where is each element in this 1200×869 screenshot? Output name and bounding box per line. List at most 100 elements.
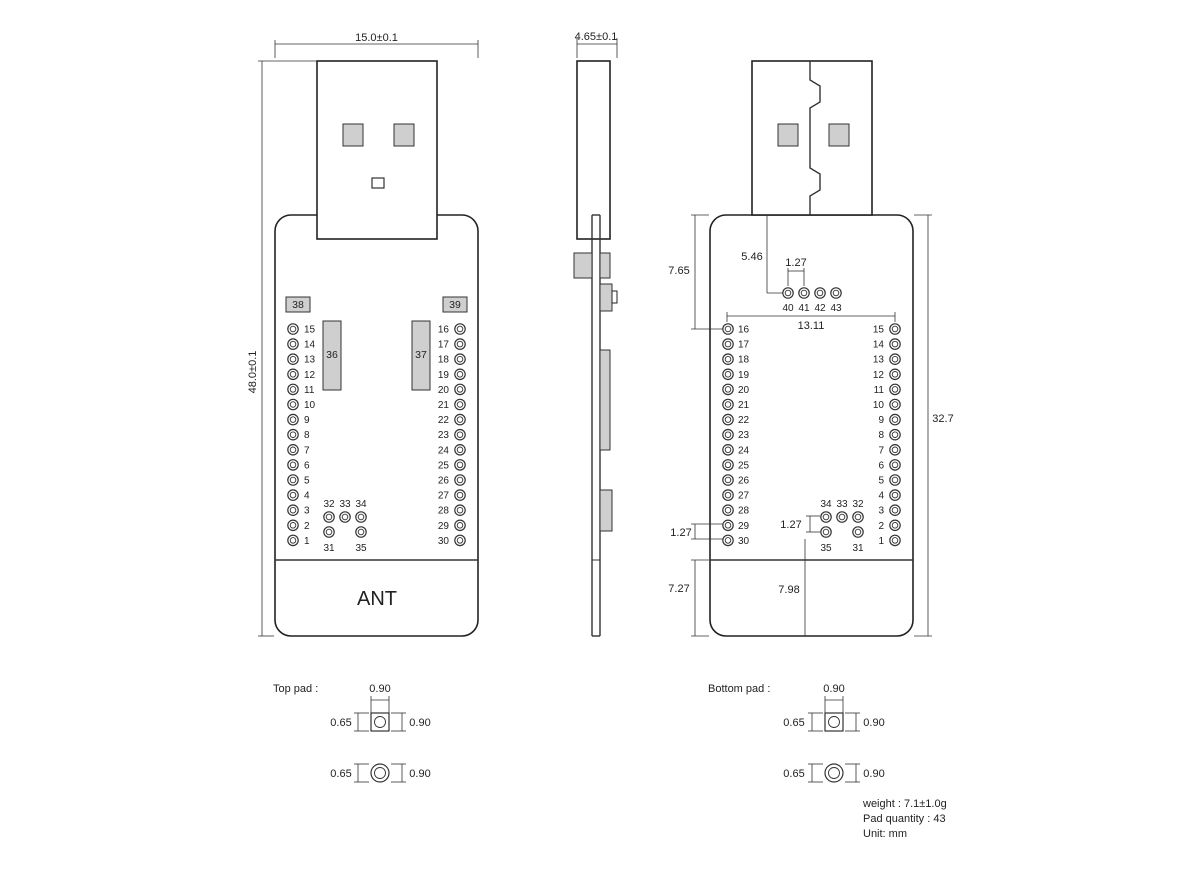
bottom-left-pin-16-pad-hole: [724, 325, 732, 333]
top-left-pin-5-label: 5: [304, 476, 310, 487]
side-component-2: [599, 252, 611, 279]
bottom-left-pin-25-pad-hole: [724, 461, 732, 469]
bottom-right-pin-12-pad-hole: [891, 371, 899, 378]
top-left-pin-13-label: 13: [304, 355, 316, 366]
top-height-dim: 48.0±0.1: [247, 351, 259, 394]
side-component-6: [599, 489, 613, 532]
bottom-pad-42-hole: [816, 289, 824, 297]
bottom-right-pin-9-label: 9: [878, 415, 884, 426]
bottom-right-pin-8-label: 8: [878, 430, 884, 441]
bottom-left-pin-17-label: 17: [738, 340, 750, 351]
bottom-left-pin-23-label: 23: [738, 430, 750, 441]
bottom-right-pin-8-pad-hole: [891, 431, 899, 438]
bottom-left-pin-21-pad-hole: [724, 401, 732, 408]
top-left-pin-7-pad-hole: [289, 446, 297, 454]
bottom-right-pin-13-pad-hole: [891, 355, 899, 363]
top-left-pin-7-label: 7: [304, 445, 310, 456]
bottom-left-pin-19-pad-hole: [724, 371, 732, 378]
top-right-pin-27-pad-hole: [456, 491, 464, 499]
unit-note: Unit: mm: [863, 828, 907, 840]
bottom-pad-40-label: 40: [782, 303, 794, 314]
dim-7-27: 7.27: [668, 583, 689, 595]
side-component-1: [573, 252, 593, 279]
top-pin-32: 32: [323, 499, 335, 510]
top-pin-34: 34: [355, 499, 367, 510]
bottom-pad-40-hole: [784, 289, 792, 297]
bottom-left-pin-25-label: 25: [738, 460, 750, 471]
top-left-pin-15-pad-hole: [289, 325, 297, 333]
bottom-right-pin-15-pad-hole: [891, 325, 899, 333]
top-left-pin-4-label: 4: [304, 491, 310, 502]
bottom-left-pin-24-pad-hole: [724, 446, 732, 454]
bottom-left-pin-29-pad-hole: [724, 522, 732, 529]
top-width-dim: 15.0±0.1: [355, 32, 398, 44]
top-right-pin-27-label: 27: [438, 491, 450, 502]
top-right-pin-30-label: 30: [438, 536, 450, 547]
svg-text:0.65: 0.65: [783, 717, 804, 729]
top-label-39: 39: [449, 299, 461, 311]
bottom-pad-detail: Bottom pad : 0.90 0.65 0.90 0.65 0.90: [708, 683, 885, 783]
top-right-pin-23-label: 23: [438, 430, 450, 441]
bottom-usb-notch-line: [809, 61, 821, 215]
top-right-pin-18-label: 18: [438, 355, 450, 366]
bottom-right-pin-7-label: 7: [878, 445, 884, 456]
bottom-left-pin-20-pad-hole: [724, 386, 732, 393]
side-component-5: [599, 349, 611, 451]
dim-1-27-top: 1.27: [785, 257, 806, 269]
svg-text:0.90: 0.90: [863, 768, 884, 780]
bottom-left-pin-27-pad-hole: [724, 491, 732, 499]
top-right-pin-24-label: 24: [438, 445, 450, 456]
top-pin-35: 35: [355, 543, 367, 554]
svg-text:0.65: 0.65: [330, 768, 351, 780]
bottom-right-pin-1-label: 1: [878, 536, 884, 547]
dim-13-11: 13.11: [798, 320, 825, 332]
bottom-pad-43-label: 43: [830, 303, 842, 314]
bottom-left-pin-24-label: 24: [738, 445, 750, 456]
top-label-38: 38: [292, 299, 304, 311]
top-usb-contact-right: [393, 123, 415, 147]
bottom-right-pin-10-label: 10: [873, 400, 885, 411]
bottom-pad-41-hole: [800, 289, 808, 297]
bottom-right-pin-1-pad-hole: [891, 537, 899, 544]
bottom-right-pin-15-label: 15: [873, 325, 885, 336]
svg-text:0.65: 0.65: [330, 717, 351, 729]
top-bottom-cluster: 32 33 34 31 35: [323, 499, 367, 554]
bottom-left-pin-26-pad-hole: [724, 476, 732, 484]
svg-text:0.90: 0.90: [369, 683, 390, 695]
bottom-right-pin-5-pad-hole: [891, 476, 899, 484]
bottom-usb-plug: [751, 60, 873, 216]
bottom-right-pin-2-label: 2: [878, 521, 884, 532]
bottom-left-pin-22-pad-hole: [724, 416, 732, 423]
top-left-pin-15-label: 15: [304, 325, 316, 336]
bottom-right-pin-6-label: 6: [878, 460, 884, 471]
top-right-pin-28-label: 28: [438, 506, 450, 517]
bottom-right-pin-9-pad-hole: [891, 416, 899, 423]
bottom-right-pin-3-label: 3: [878, 506, 884, 517]
top-left-pin-14-pad-hole: [289, 340, 297, 348]
top-left-pin-2-label: 2: [304, 521, 310, 532]
bottom-pad-42-label: 42: [814, 303, 826, 314]
bottom-right-pin-6-pad-hole: [891, 461, 899, 469]
top-left-pin-9-pad-hole: [289, 416, 297, 423]
top-left-pin-4-pad-hole: [289, 491, 297, 499]
top-right-pin-29-label: 29: [438, 521, 450, 532]
bottom-right-pin-14-pad-hole: [891, 340, 899, 348]
top-right-pin-18-pad-hole: [456, 355, 464, 363]
top-right-pin-29-pad-hole: [456, 522, 464, 529]
side-usb-plug: [576, 60, 611, 240]
top-right-pin-23-pad-hole: [456, 431, 464, 438]
bottom-pad-title: Bottom pad :: [708, 683, 770, 695]
side-thickness-dim: 4.65±0.1: [575, 31, 618, 43]
top-right-pin-26-label: 26: [438, 476, 450, 487]
top-right-pin-30-pad-hole: [456, 537, 464, 544]
top-view: 15.0±0.1 48.0±0.1 38 39 36 37 1514131211…: [247, 32, 479, 637]
top-left-pin-1-pad-hole: [289, 537, 297, 544]
bottom-left-pin-20-label: 20: [738, 385, 750, 396]
bottom-pad-43-hole: [832, 289, 840, 297]
bottom-pin-33: 33: [836, 499, 848, 510]
top-left-pin-5-pad-hole: [289, 476, 297, 484]
